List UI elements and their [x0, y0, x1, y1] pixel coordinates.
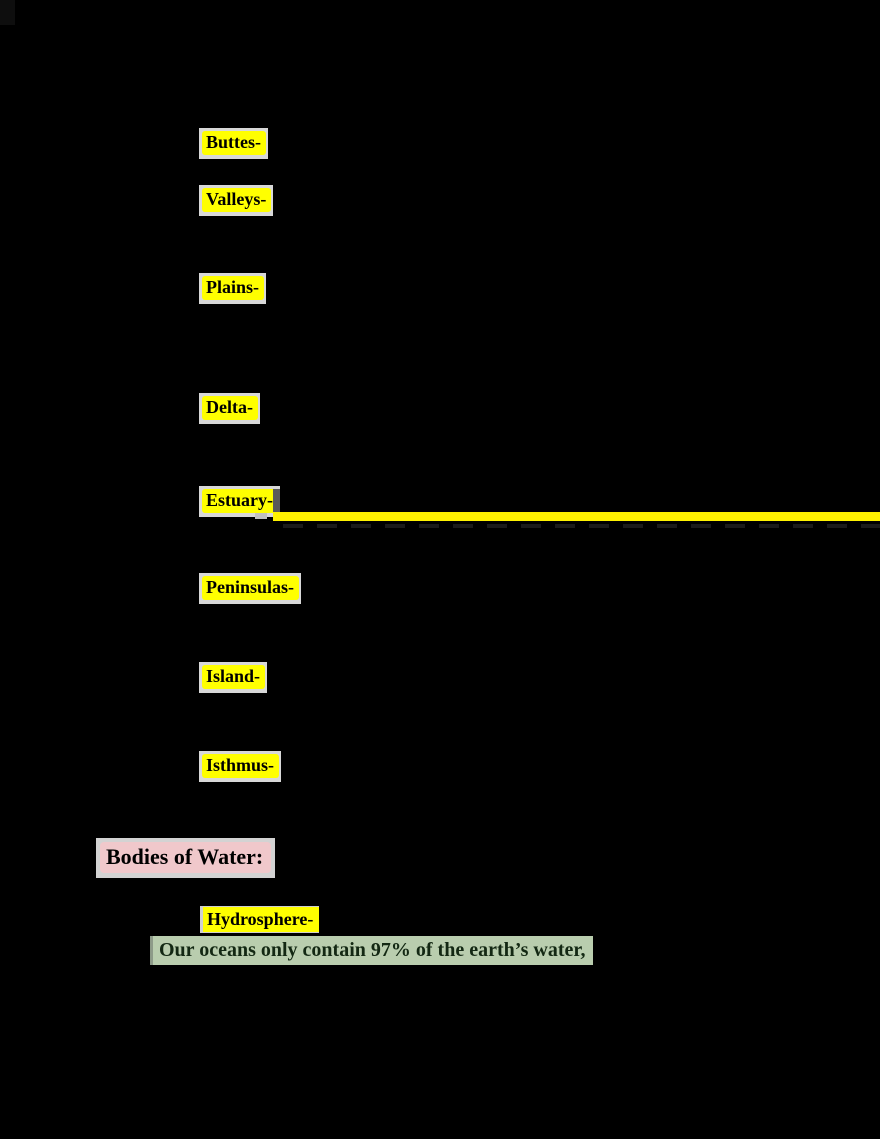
term-plains-label: Plains- [202, 276, 265, 300]
term-peninsulas: Peninsulas- [199, 573, 302, 604]
term-plains: Plains- [199, 273, 267, 304]
corner-artifact [0, 0, 15, 25]
selection-chip [255, 513, 267, 519]
term-estuary-label: Estuary- [202, 489, 278, 513]
term-island: Island- [199, 662, 268, 693]
term-delta-label: Delta- [202, 396, 258, 420]
section-heading-bodies-of-water: Bodies of Water: [96, 838, 276, 878]
term-buttes: Buttes- [199, 128, 268, 159]
term-hydrosphere: Hydrosphere- [200, 906, 320, 933]
term-isthmus: Isthmus- [199, 751, 282, 782]
faint-underline-dashes [283, 524, 880, 528]
term-valleys: Valleys- [199, 185, 274, 216]
term-hydrosphere-label: Hydrosphere- [203, 907, 320, 932]
term-valleys-label: Valleys- [202, 188, 272, 212]
term-delta: Delta- [199, 393, 260, 424]
term-buttes-label: Buttes- [202, 131, 266, 155]
term-isthmus-label: Isthmus- [202, 754, 280, 778]
cursor-sliver [273, 489, 280, 512]
term-estuary: Estuary- [199, 486, 280, 517]
fact-line: Our oceans only contain 97% of the earth… [150, 936, 594, 965]
highlight-bar [273, 512, 880, 521]
section-heading-label: Bodies of Water: [100, 842, 272, 873]
term-peninsulas-label: Peninsulas- [202, 576, 300, 600]
term-island-label: Island- [202, 665, 266, 689]
